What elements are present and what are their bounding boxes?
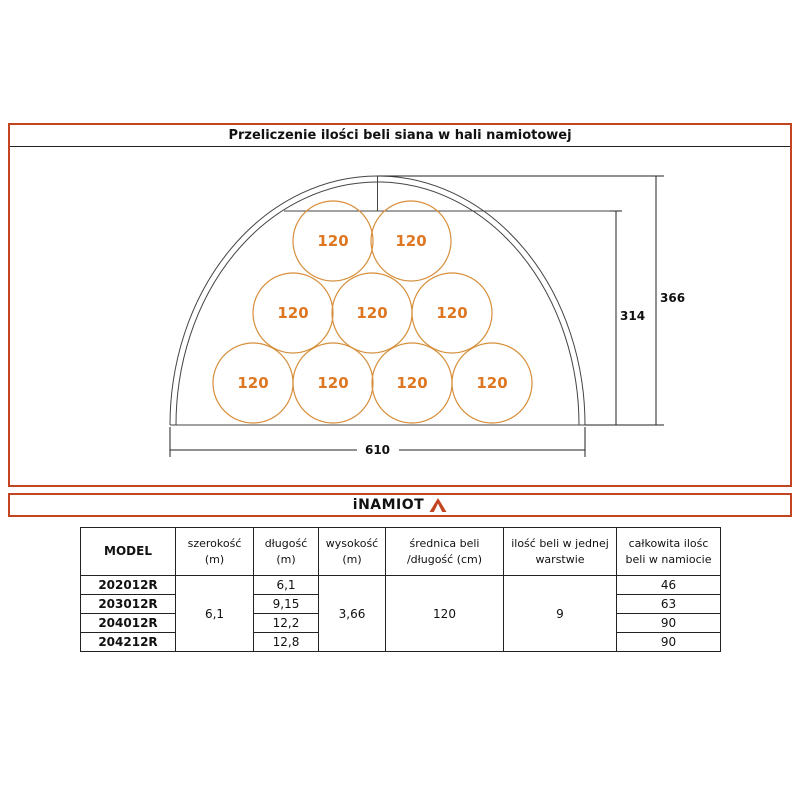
- dimension-label: 610: [365, 443, 390, 457]
- logo-text: iNAMIOT: [352, 497, 425, 513]
- bale-label: 120: [395, 232, 426, 250]
- dimension-label: 314: [620, 309, 645, 323]
- bale-label: 120: [317, 232, 348, 250]
- header-height: wysokość (m): [318, 527, 386, 576]
- bale-label: 120: [237, 374, 268, 392]
- dimension-total-height: 366: [377, 175, 685, 426]
- bale-label: 120: [356, 304, 387, 322]
- hay-bale: 120: [212, 342, 294, 424]
- bales-per-layer-cell: 9: [503, 575, 617, 652]
- bale-label: 120: [277, 304, 308, 322]
- dimension-width: 610: [169, 427, 586, 457]
- header-total-bales: całkowita ilośc beli w namiocie: [616, 527, 721, 576]
- total-bales-cell: 46: [616, 575, 721, 595]
- model-cell: 204212R: [80, 632, 176, 652]
- hay-bale: 120: [370, 200, 452, 282]
- bale-label: 120: [436, 304, 467, 322]
- hay-bale: 120: [292, 342, 374, 424]
- header-bales-per-layer: ilość beli w jednej warstwie: [503, 527, 617, 576]
- page-title: Przeliczenie ilości beli siana w hali na…: [10, 125, 790, 147]
- tent-diagram: 120 120 120 120 120: [169, 175, 685, 457]
- hay-bale: 120: [292, 200, 374, 282]
- hay-bale: 120: [411, 272, 493, 354]
- length-cell: 9,15: [253, 594, 319, 614]
- length-cell: 6,1: [253, 575, 319, 595]
- diagram-panel: Przeliczenie ilości beli siana w hali na…: [8, 123, 792, 487]
- tent-icon: [429, 498, 447, 512]
- logo-bar: iNAMIOT: [8, 493, 792, 517]
- length-cell: 12,8: [253, 632, 319, 652]
- hay-bale: 120: [451, 342, 533, 424]
- hay-bale: 120: [371, 342, 453, 424]
- total-bales-cell: 90: [616, 613, 721, 633]
- model-cell: 202012R: [80, 575, 176, 595]
- total-bales-cell: 90: [616, 632, 721, 652]
- header-bale-diameter: średnica beli /długość (cm): [385, 527, 504, 576]
- hay-bale: 120: [331, 272, 413, 354]
- header-model: MODEL: [80, 527, 176, 576]
- hay-bale: 120: [252, 272, 334, 354]
- length-cell: 12,2: [253, 613, 319, 633]
- header-width: szerokość (m): [175, 527, 254, 576]
- model-cell: 203012R: [80, 594, 176, 614]
- bale-label: 120: [476, 374, 507, 392]
- header-length: długość (m): [253, 527, 319, 576]
- total-bales-cell: 63: [616, 594, 721, 614]
- table-row: 204212R 12,8 90: [80, 632, 721, 652]
- model-cell: 204012R: [80, 613, 176, 633]
- table-row: 204012R 12,2 90: [80, 613, 721, 633]
- width-cell: 6,1: [175, 575, 254, 652]
- height-cell: 3,66: [318, 575, 386, 652]
- dimension-inner-height: 314: [610, 210, 645, 426]
- table-header-row: MODEL szerokość (m) długość (m) wysokość…: [80, 527, 721, 576]
- hay-bales: 120 120 120 120 120: [212, 200, 533, 424]
- bale-diameter-cell: 120: [385, 575, 504, 652]
- table-row: 202012R 6,1 6,1 3,66 120 9 46: [80, 575, 721, 652]
- dimension-label: 366: [660, 291, 685, 305]
- bale-label: 120: [396, 374, 427, 392]
- bale-label: 120: [317, 374, 348, 392]
- spec-table: MODEL szerokość (m) długość (m) wysokość…: [80, 527, 721, 652]
